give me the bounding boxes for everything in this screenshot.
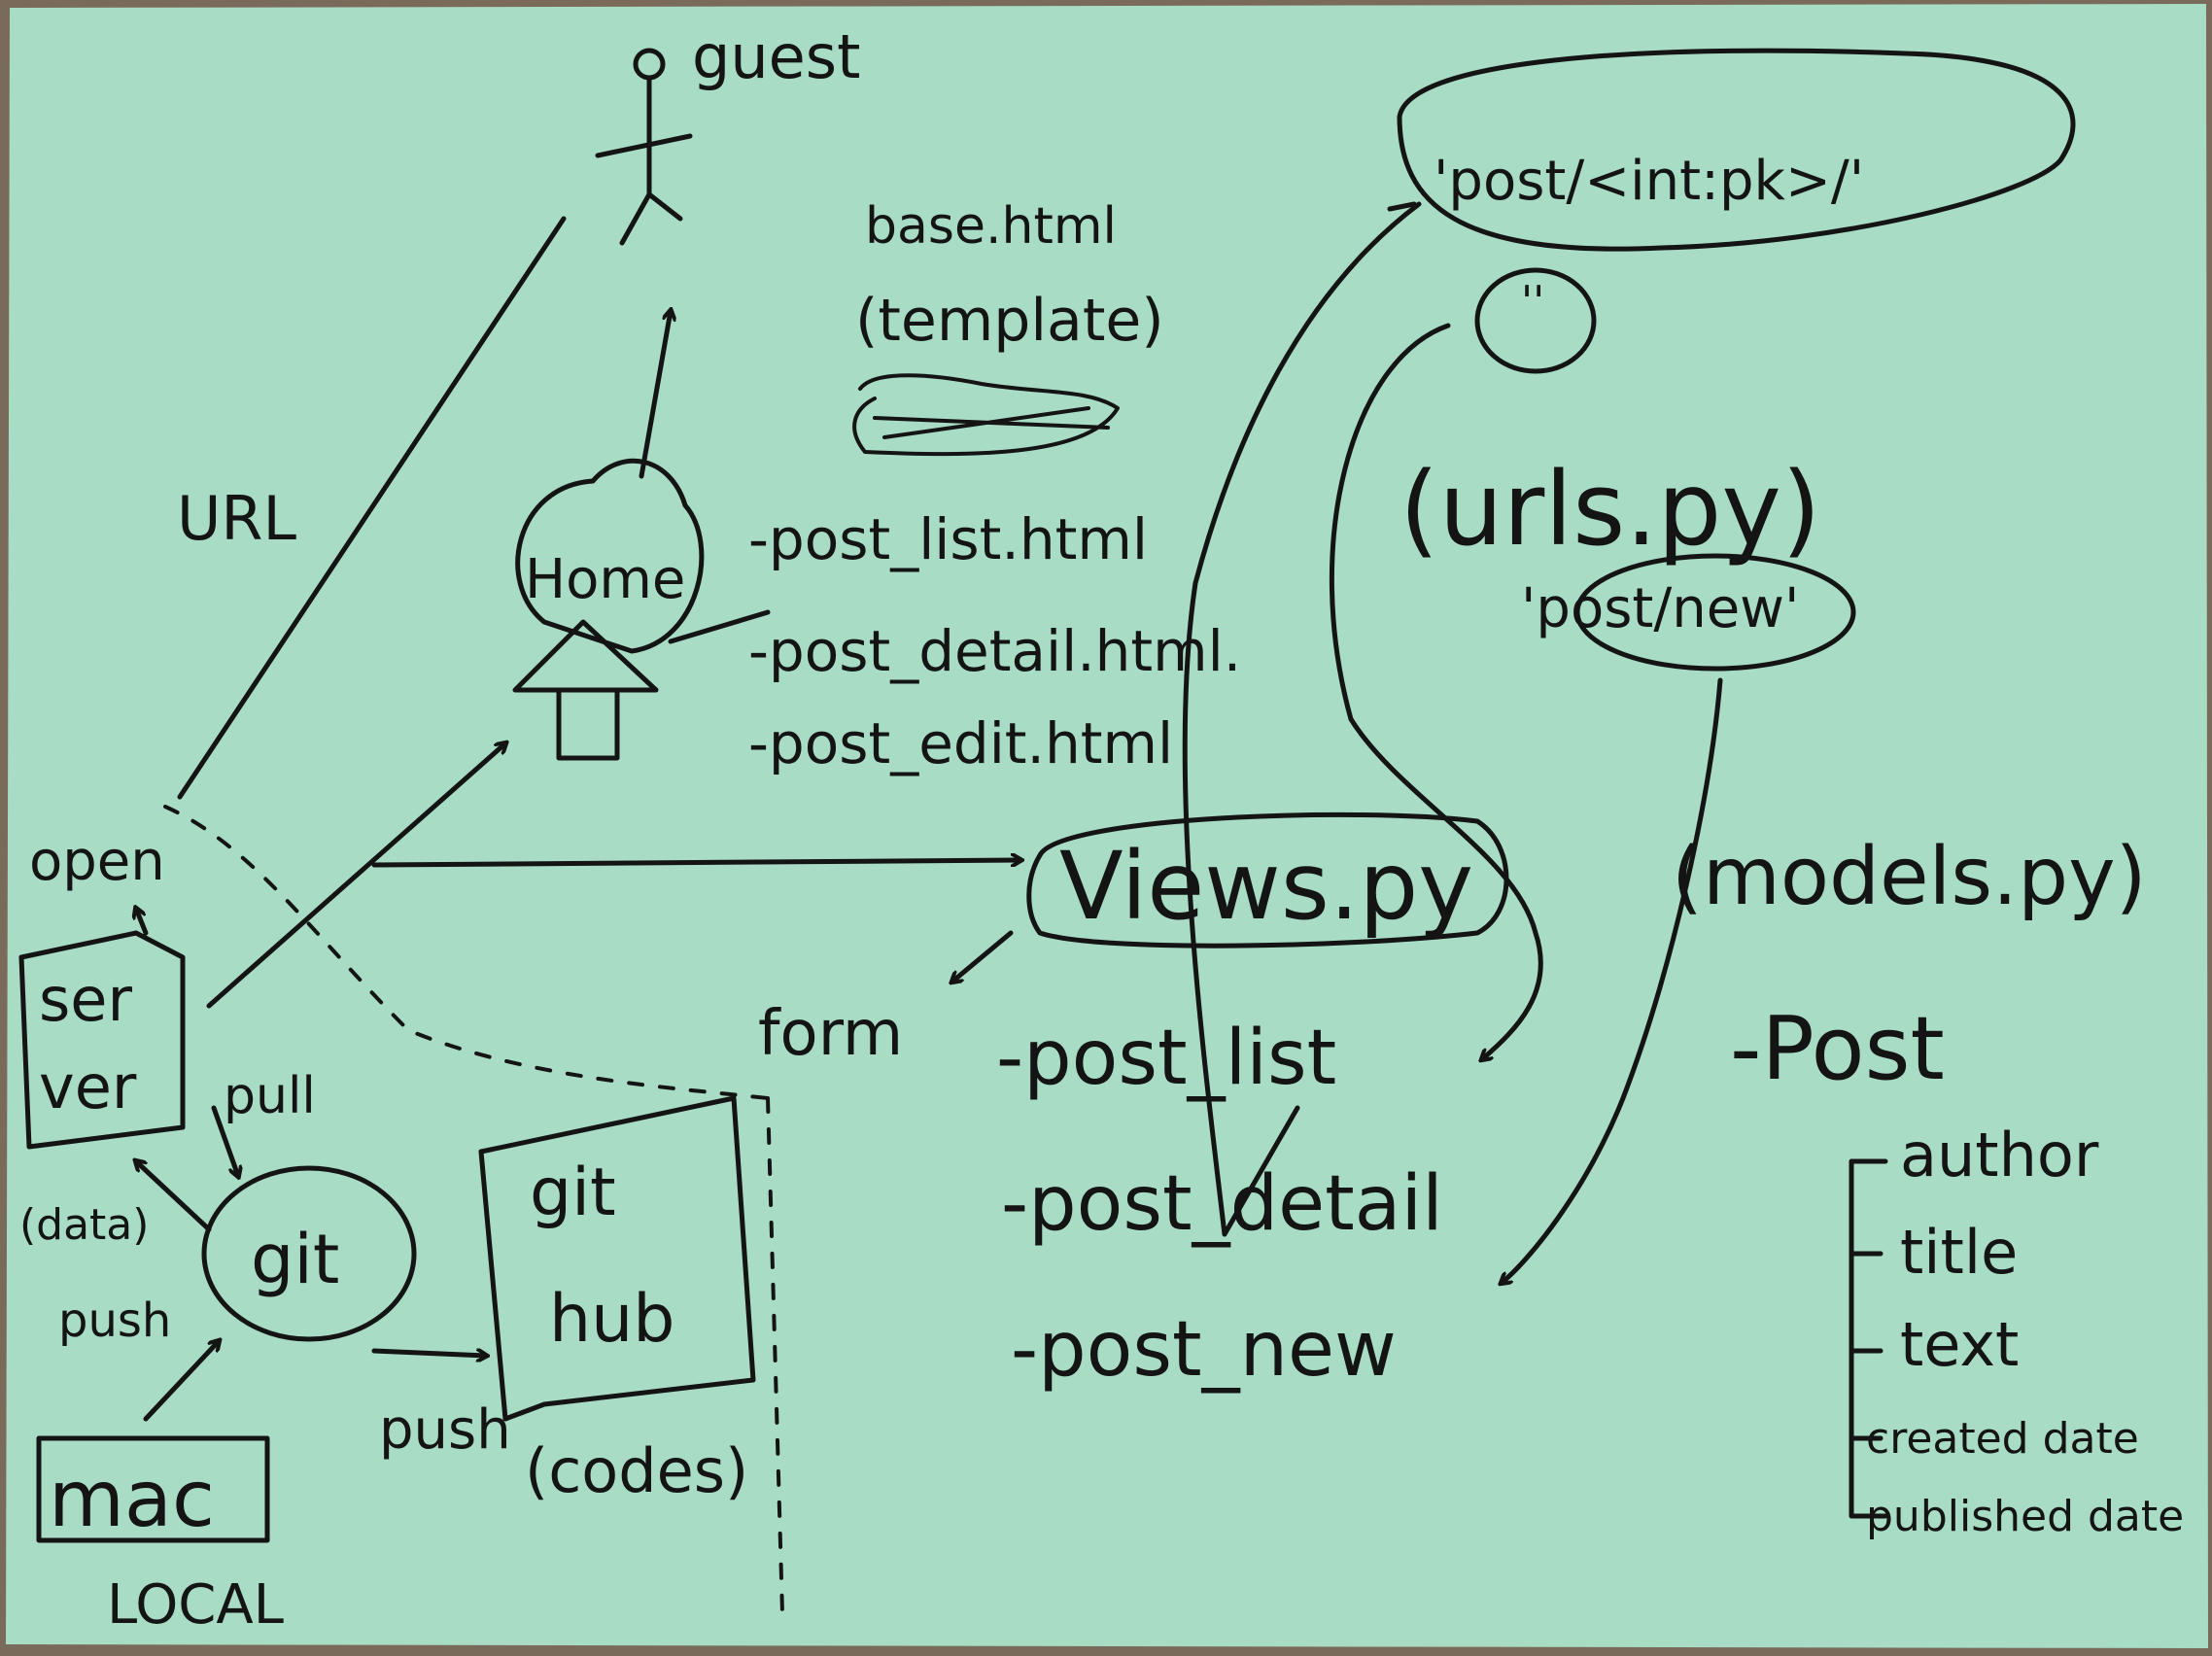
guest-figure [595,48,693,246]
git-circle [201,1165,417,1342]
mac-box [36,1435,270,1543]
views-to-form-arrow [952,930,1014,982]
template-item: -post_detail.html. [748,618,1241,684]
model-field: created date [1866,1414,2139,1464]
model-field: text [1900,1309,2019,1380]
template-label: (template) [855,287,1164,355]
url-pattern-ellipse [1397,48,2076,252]
template-item: -post_list.html [748,506,1148,572]
models-py-label: (models.py) [1672,831,2147,923]
views-py-label: Views.py [1059,832,1473,941]
guest-label: guest [692,21,860,92]
views-item: -post_list [996,1015,1336,1102]
mac-to-git-arrow [143,1341,219,1422]
push-left-label: push [58,1294,171,1348]
empty-pattern-to-post-list-arrow [1329,323,1543,1059]
pull-arrow [211,1105,238,1176]
open-label: open [29,830,165,893]
push-bottom-label: push [379,1398,511,1462]
server-box [18,909,186,1150]
git-to-server-arrow [136,1161,212,1232]
scribble-mark [852,373,1120,457]
url-line [177,216,567,800]
post-new-ellipse [1574,553,1856,672]
github-label-line1: git [530,1155,616,1231]
server-label-line2: ver [39,1052,137,1122]
github-box [478,1095,756,1422]
url-label: URL [177,483,296,554]
codes-label: (codes) [525,1435,748,1506]
server-to-home-arrow [206,743,505,1009]
empty-pattern-label: '' [1521,277,1544,327]
base-html-label: base.html [865,197,1117,256]
mac-label: mac [49,1454,215,1544]
model-field: published date [1866,1492,2184,1541]
model-fields-bracket [1849,1158,1888,1519]
server-label-line1: ser [39,964,132,1035]
home-to-guest-arrow [639,311,671,479]
views-items-list: -post_list -post_detail -post_new [996,1015,1443,1394]
github-label-line2: hub [549,1281,674,1358]
url-pattern-label: 'post/<int:pk>/' [1434,150,1864,213]
views-py-outline [1026,811,1509,949]
template-item: -post_edit.html [748,710,1173,776]
home-house-icon [512,458,771,761]
git-to-github-arrow [371,1348,486,1356]
local-label: LOCAL [107,1573,284,1637]
templates-list: -post_list.html -post_detail.html. -post… [748,506,1241,776]
server-to-views-arrow [371,860,1020,868]
form-label: form [758,998,903,1070]
url-pattern-to-post-detail-arrow [1182,201,1422,1237]
paper-background [6,4,2208,1648]
model-field: author [1900,1120,2099,1190]
model-field: title [1900,1217,2018,1288]
server-github-dashed-line [163,805,784,1615]
post-new-to-post-new-view-arrow [1502,677,1723,1283]
pull-label: pull [224,1067,316,1125]
urls-py-label: (urls.py) [1400,450,1821,569]
views-item: -post_new [1011,1306,1397,1394]
empty-pattern-ellipse [1474,267,1597,374]
post-new-pattern-label: 'post/new' [1521,577,1799,640]
model-fields-list: author title text created date published… [1866,1120,2184,1541]
data-label: (data) [19,1200,149,1250]
model-name-label: -Post [1730,998,1945,1100]
git-label: git [251,1220,339,1299]
home-label: Home [525,548,685,611]
url-pattern-to-post-detail-connector [1222,201,1417,1237]
